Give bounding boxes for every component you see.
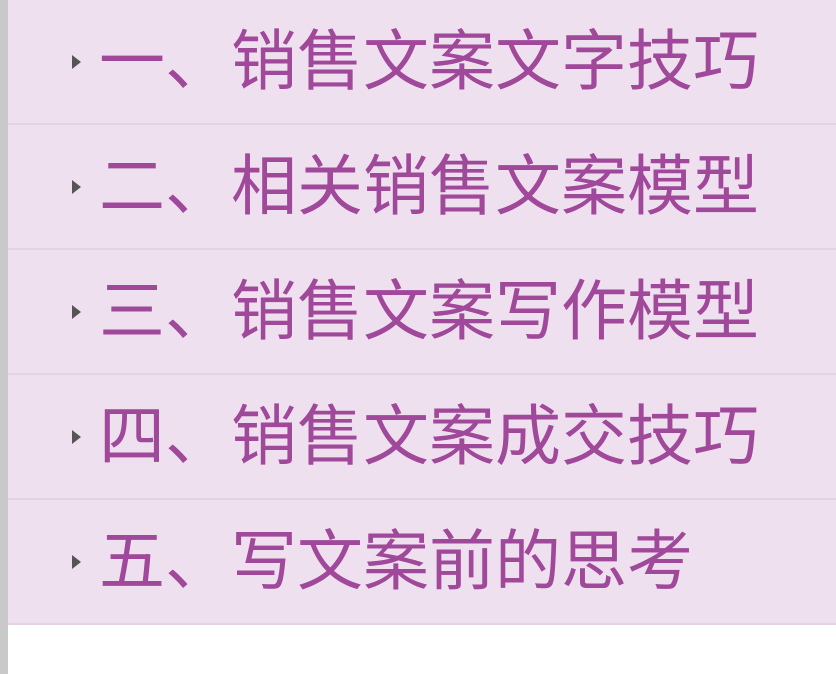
left-border [0,0,8,674]
menu-item-label: 四、销售文案成交技巧 [99,397,759,475]
triangle-right-icon [72,429,81,444]
triangle-right-icon [72,304,81,319]
menu-item-label: 五、写文案前的思考 [99,522,693,600]
menu-item-label: 二、相关销售文案模型 [99,147,759,225]
outline-menu: 一、销售文案文字技巧 二、相关销售文案模型 三、销售文案写作模型 四、销售文案成… [8,0,836,625]
triangle-right-icon [72,179,81,194]
menu-item-1[interactable]: 一、销售文案文字技巧 [8,0,836,125]
triangle-right-icon [72,554,81,569]
menu-item-label: 三、销售文案写作模型 [99,272,759,350]
menu-item-3[interactable]: 三、销售文案写作模型 [8,250,836,375]
triangle-right-icon [72,54,81,69]
menu-item-2[interactable]: 二、相关销售文案模型 [8,125,836,250]
menu-item-5[interactable]: 五、写文案前的思考 [8,500,836,625]
menu-item-label: 一、销售文案文字技巧 [99,22,759,100]
menu-item-4[interactable]: 四、销售文案成交技巧 [8,375,836,500]
